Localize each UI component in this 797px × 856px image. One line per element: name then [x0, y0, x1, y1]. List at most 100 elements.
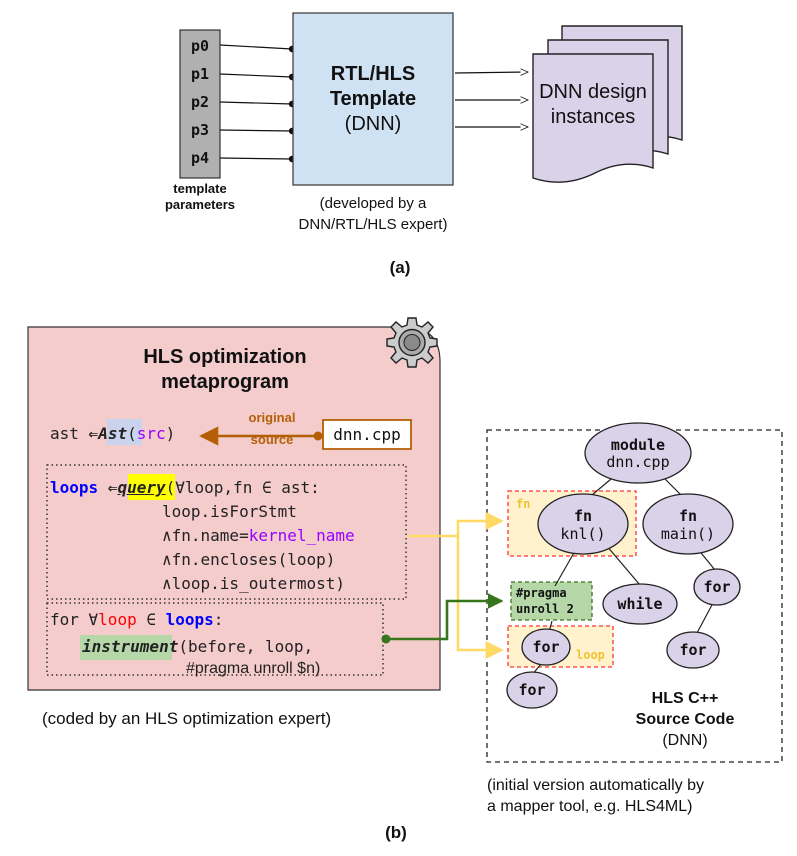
template-title-line1: RTL/HLS — [330, 63, 416, 85]
metaprogram-title-line2: metaprogram — [161, 371, 289, 393]
node-fn-knl-label: fn knl() — [538, 507, 628, 543]
params-bar — [179, 29, 221, 179]
ast-highlight — [107, 419, 142, 445]
query-line5: ∧loop.is_outermost) — [162, 574, 346, 593]
yellow-arrows — [408, 511, 504, 660]
node-fn-knl-line2: knl() — [560, 525, 606, 543]
design-instances-line1: DNN design — [539, 81, 647, 103]
caption-a: (a) — [389, 258, 411, 277]
param-p2: p2 — [190, 93, 210, 111]
node-for-knl-child — [506, 671, 558, 709]
ast-open: ( — [127, 424, 137, 443]
node-fn-main-line1: fn — [678, 507, 698, 525]
design-instances-stack — [532, 25, 683, 183]
caption-b: (b) — [385, 823, 407, 842]
mapper-note: (initial version automatically by a mapp… — [487, 775, 787, 817]
param-connectors — [219, 44, 293, 160]
node-module-line2: dnn.cpp — [606, 453, 670, 471]
node-for-main-child-label: for — [679, 641, 707, 659]
ast-arrow: ⇐ — [88, 424, 99, 443]
source-code-title-line2: Source Code — [635, 711, 735, 728]
node-while — [602, 583, 678, 625]
query-block — [46, 464, 407, 600]
mapper-note-line2: a mapper tool, e.g. HLS4ML) — [487, 798, 693, 815]
design-instances-line2: instances — [550, 106, 636, 128]
fn-tag: fn — [516, 497, 531, 511]
metaprogram-title: HLS optimization metaprogram — [60, 345, 390, 395]
node-for-knl-child-label: for — [518, 681, 546, 699]
instrument-colon: : — [213, 610, 224, 629]
node-module — [584, 422, 692, 484]
node-while-label: while — [617, 595, 663, 613]
design-instances-label: DNN design instances — [533, 80, 653, 130]
original-source-line2: source — [250, 432, 294, 447]
green-arrow — [381, 593, 504, 644]
query-line3-prefix: ∧fn.name= — [162, 526, 249, 545]
instrument-for: for ∀ — [50, 610, 99, 629]
query-line4: ∧fn.encloses(loop) — [162, 550, 336, 569]
query-highlight — [128, 474, 175, 500]
query-lhs: loops — [50, 478, 99, 497]
pragma-label: #pragma unroll 2 — [516, 585, 592, 617]
loop-tag: loop — [576, 648, 605, 662]
developer-note-line2: DNN/RTL/HLS expert) — [298, 216, 448, 233]
instrument-fn: instrument — [82, 637, 179, 656]
mapper-note-line1: (initial version automatically by — [487, 777, 704, 794]
coder-note: (coded by an HLS optimization expert) — [42, 709, 332, 728]
tree-nodes — [506, 422, 741, 709]
node-fn-main-line2: main() — [660, 525, 716, 543]
query-arrow: ⇐ — [107, 478, 118, 497]
gear-icon — [386, 317, 438, 368]
instrument-in: ∈ — [136, 610, 166, 629]
original-source-dot — [313, 431, 323, 441]
node-module-line1: module — [610, 436, 666, 454]
param-p3: p3 — [190, 121, 210, 139]
template-title-line2: Template — [329, 88, 417, 110]
part-a-graphics — [179, 12, 683, 186]
source-file-label: dnn.cpp — [333, 425, 401, 444]
developer-note-line1: (developed by a — [319, 195, 427, 212]
node-for-main — [693, 568, 741, 606]
instrument-loop-var: loop — [98, 610, 137, 629]
param-p0: p0 — [190, 37, 210, 55]
param-labels: p0 p1 p2 p3 p4 — [180, 32, 220, 172]
original-source-label: original source — [222, 410, 322, 448]
node-fn-knl-line1: fn — [573, 507, 593, 525]
node-for-knl-label: for — [532, 638, 560, 656]
source-file-box — [322, 419, 412, 450]
query-kernel-name: kernel_name — [248, 526, 355, 545]
node-fn-knl — [537, 493, 629, 555]
query-line2: loop.isForStmt — [162, 502, 297, 521]
instrument-line3: #pragma unroll $n) — [186, 660, 321, 677]
instrument-loops-var: loops — [165, 610, 214, 629]
part-b-graphics — [27, 317, 783, 763]
node-for-main-child — [666, 631, 720, 669]
param-p4: p4 — [190, 149, 210, 167]
params-caption: template parameters — [150, 181, 250, 213]
ast-arg: src — [136, 424, 166, 443]
param-p1: p1 — [190, 65, 210, 83]
template-label: RTL/HLS Template (DNN) — [293, 62, 453, 137]
template-subtitle: (DNN) — [344, 113, 402, 135]
ast-line: ast ⇐Ast(src) — [50, 424, 175, 443]
params-caption-line1: template — [173, 181, 227, 196]
node-fn-main — [642, 493, 734, 555]
ast-close: ) — [165, 424, 176, 443]
node-for-main-label: for — [703, 578, 731, 596]
query-line3: ∧fn.name=kernel_name — [162, 526, 355, 545]
node-module-label: module dnn.cpp — [585, 437, 691, 471]
source-code-subtitle: (DNN) — [662, 732, 708, 749]
output-arrows — [454, 72, 528, 127]
query-head: (∀loop,fn ∈ ast: — [165, 478, 320, 497]
original-source-line1: original — [248, 410, 296, 425]
developer-note: (developed by a DNN/RTL/HLS expert) — [268, 193, 478, 235]
ast-fn: Ast — [98, 424, 128, 443]
source-code-title: HLS C++ Source Code (DNN) — [600, 688, 770, 751]
params-caption-line2: parameters — [164, 197, 236, 212]
query-line1: loops ⇐query(∀loop,fn ∈ ast: — [50, 478, 320, 497]
metaprogram-title-line1: HLS optimization — [143, 346, 307, 368]
pragma-line2: unroll 2 — [516, 602, 574, 616]
node-for-knl — [521, 628, 571, 666]
pragma-box — [510, 581, 593, 621]
instrument-args1: (before, loop, — [178, 637, 314, 656]
